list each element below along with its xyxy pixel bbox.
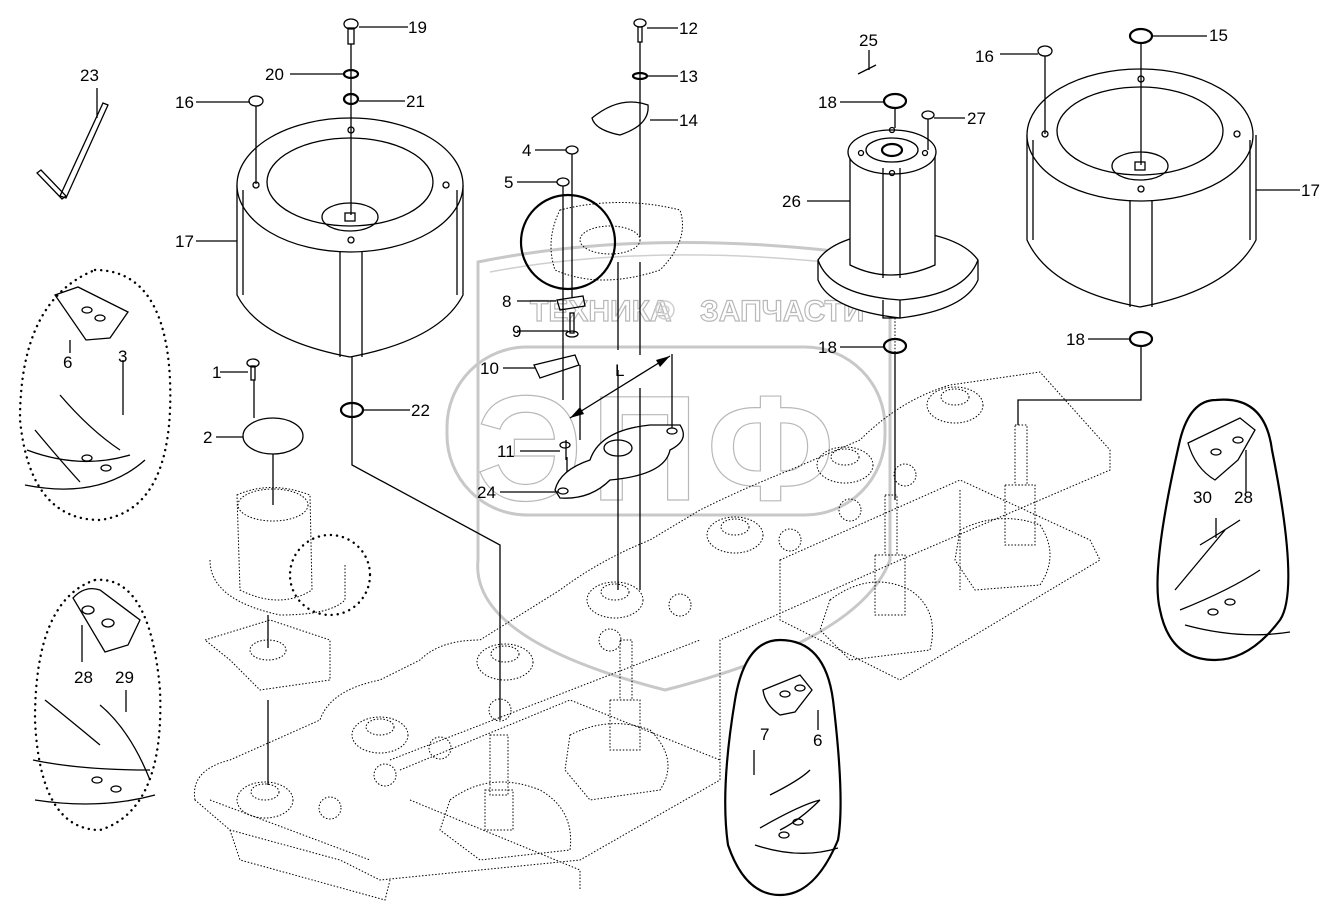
callout-20: 20 <box>265 65 284 84</box>
detail-teardrop-bottom-center <box>724 638 842 897</box>
callout-9: 9 <box>512 322 521 341</box>
callout-26: 26 <box>782 192 801 211</box>
knife-holder-detail-3 <box>1174 417 1291 636</box>
callout-8: 8 <box>502 292 511 311</box>
callout-29: 29 <box>115 668 134 687</box>
callout-3: 3 <box>118 347 127 366</box>
callout-6: 6 <box>63 353 72 372</box>
part-23-key-tool <box>36 102 109 200</box>
callout-13: 13 <box>679 67 698 86</box>
callout-18: 18 <box>1066 330 1085 349</box>
callout-16: 16 <box>975 47 994 66</box>
callout-14: 14 <box>679 111 698 130</box>
callout-23: 23 <box>80 66 99 85</box>
callout-11: 11 <box>497 442 515 461</box>
detail-teardrop-bottom-left <box>33 578 162 832</box>
part-1-bolt <box>246 358 260 418</box>
callout-1: 1 <box>212 363 221 382</box>
callout-7: 7 <box>760 725 769 744</box>
knife-holder-detail-2 <box>32 587 156 805</box>
callout-17: 17 <box>175 232 194 251</box>
part-17-drum-right <box>1017 27 1257 425</box>
detail-teardrop-right <box>1156 398 1290 662</box>
callout-27: 27 <box>967 109 986 128</box>
callout-28: 28 <box>74 668 93 687</box>
leader-lines <box>96 26 1300 493</box>
knife-holder-detail-4 <box>753 674 839 854</box>
detail-teardrop-top-left <box>18 268 172 522</box>
center-knife-assembly: L <box>519 18 684 590</box>
knife-holder-detail-1 <box>24 286 146 490</box>
cutter-bar-frame <box>193 371 1111 901</box>
callout-22: 22 <box>411 401 430 420</box>
watermark-text-left: ТЕХНИКА <box>530 295 672 328</box>
watermark-band <box>445 345 887 517</box>
watermark: ТЕХНИКА ЗАПЧАСТИ ЭПФ <box>445 240 892 692</box>
part-26-housing <box>817 64 979 500</box>
assembly-line <box>351 357 501 720</box>
part-2-cover <box>242 417 304 455</box>
callout-28: 28 <box>1234 488 1253 507</box>
gear <box>318 463 917 820</box>
callout-4: 4 <box>522 141 531 160</box>
dotted-housing <box>203 487 372 785</box>
callout-19: 19 <box>408 18 427 37</box>
callout-5: 5 <box>504 173 513 192</box>
callout-18: 18 <box>818 338 837 357</box>
part-17-drum-left <box>236 117 464 358</box>
callout-12: 12 <box>679 19 698 38</box>
watermark-shield <box>476 240 892 692</box>
callout-25: 25 <box>859 31 878 50</box>
fasteners-19-20-21 <box>248 18 360 215</box>
callout-6: 6 <box>813 731 822 750</box>
watermark-gear-icon <box>655 300 675 320</box>
callout-21: 21 <box>406 92 425 111</box>
dimension-arrow <box>569 355 671 419</box>
dimension-label-L: L <box>615 361 624 380</box>
callout-18: 18 <box>818 93 837 112</box>
callout-16: 16 <box>175 93 194 112</box>
detail-circle-dotted <box>288 533 372 617</box>
callout-10: 10 <box>480 359 499 378</box>
callout-2: 2 <box>203 428 212 447</box>
callout-15: 15 <box>1209 26 1228 45</box>
callout-17: 17 <box>1301 181 1320 200</box>
callout-labels: 1 2 3 4 5 6 6 7 8 9 10 11 12 13 14 15 16… <box>63 18 1320 750</box>
hub <box>236 386 984 819</box>
callout-30: 30 <box>1193 488 1212 507</box>
detail-circle-solid <box>519 193 617 291</box>
callout-24: 24 <box>477 483 496 502</box>
